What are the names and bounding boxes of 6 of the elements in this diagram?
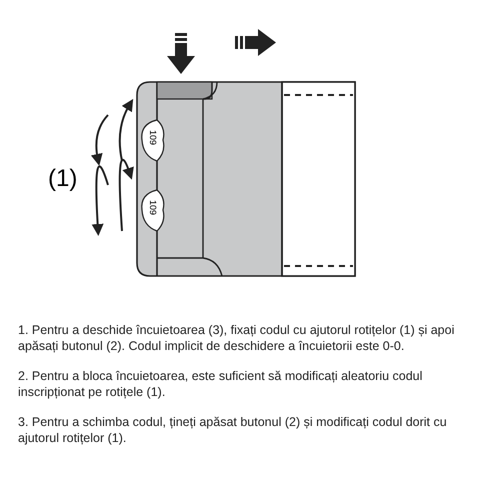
wheel-digits: 109 (148, 200, 158, 216)
instruction-text: 2. Pentru a bloca încuietoarea, este suficient să modificați aleatoriu codul inscripționat pe rotițele (1). (18, 368, 424, 400)
callout-number: (1) (48, 167, 78, 191)
wheel-digits: 109 (148, 130, 158, 146)
instruction-text: 3. Pentru a schimba codul, țineți apăsat butonul (2) și modificați codul dorit cu ajutorul rotițelor (1). (18, 414, 448, 446)
instruction-text: 1. Pentru a deschide încuietoarea (3), fixați codul cu ajutorul rotițelor (1) și apoi apăsați butonul (2). Codul implicit de deschidere a încuietorii este 0-0. (18, 322, 456, 354)
